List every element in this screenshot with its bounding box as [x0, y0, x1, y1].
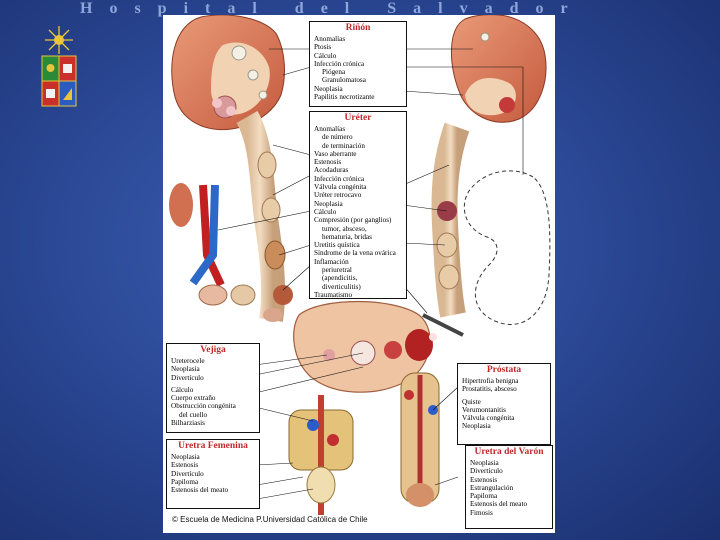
- prostata-title: Próstata: [486, 365, 522, 375]
- uretra-varon-item: Papiloma: [470, 492, 498, 501]
- university-crest-icon: [34, 24, 84, 110]
- left-kidney-illustration: [171, 15, 285, 131]
- ureter-item: Vaso aberrante: [314, 149, 357, 158]
- uretra-femenina-item: Neoplasia: [171, 453, 200, 461]
- uretra-femenina-item: Estenosis del meato: [171, 486, 229, 495]
- leader-lines: [217, 48, 524, 500]
- ureter-item: Cálculo: [314, 207, 337, 216]
- ureter-title: Uréter: [344, 113, 372, 123]
- rinon-item: Cálculo: [314, 51, 337, 60]
- left-ureter-illustration: [236, 111, 293, 322]
- prostata-item: Verumontanitis: [462, 405, 506, 414]
- ureter-item: (apendicitis,: [322, 274, 358, 283]
- ureter-item: de terminación: [322, 141, 365, 150]
- uretra-femenina-item: Papiloma: [171, 477, 199, 486]
- male-urethra-illustration: [400, 372, 440, 507]
- ureter-item: Uréter retrocavo: [314, 191, 362, 200]
- rinon-item: Piógena: [322, 68, 346, 77]
- uretra-varon-item: Estenosis del meato: [470, 500, 528, 509]
- anatomy-illustration: [169, 15, 551, 515]
- vejiga-item: Obstrucción congénita: [171, 402, 236, 411]
- vejiga-item: del cuello: [179, 410, 208, 419]
- rinon-item: Neoplasia: [314, 84, 343, 93]
- rinon-item: Papilitis necrotizante: [314, 93, 375, 102]
- uretra-femenina-item: Estenosis: [171, 461, 199, 470]
- prostata-item: Válvula congénita: [462, 414, 515, 423]
- ureter-item: Acodaduras: [314, 166, 349, 175]
- rinon-item: Infección crónica: [314, 59, 365, 68]
- prostata-item: Hipertrofia benigna: [462, 377, 519, 385]
- uretra-varon-item: Fimosis: [470, 508, 493, 517]
- rinon-item: Ptosis: [314, 43, 332, 52]
- rinon-item: Granulomatosa: [322, 76, 366, 85]
- uretra-varon-item: Neoplasia: [470, 459, 499, 467]
- prostate-section-illustration: [288, 395, 354, 515]
- prostata-item: Neoplasia: [462, 422, 491, 431]
- prostata-item: Prostatitis, absceso: [462, 385, 517, 394]
- ureter-item: de número: [322, 133, 353, 142]
- vejiga-item: Ureterocele: [171, 357, 205, 365]
- vejiga-item: Divertículo: [171, 373, 204, 382]
- vejiga-title: Vejiga: [200, 345, 226, 355]
- ureter-item: Inflamación: [314, 257, 349, 266]
- right-kidney-illustration: [451, 15, 547, 123]
- vejiga-item: Bilharziasis: [171, 419, 205, 428]
- ureter-item: diverticulitis): [322, 282, 361, 291]
- crest-shield-icon: [41, 55, 77, 107]
- vejiga-item: Cuerpo extraño: [171, 394, 216, 403]
- ureter-item: periuretral: [322, 266, 352, 275]
- bladder-illustration: [293, 300, 437, 393]
- ureter-item: Anomalías: [314, 125, 346, 133]
- ureter-item: Uretitis quística: [314, 241, 360, 250]
- ureter-item: tumor, absceso,: [322, 224, 367, 233]
- ureter-item: hematuria, bridas: [322, 232, 372, 241]
- inset-kidney-vessels-illustration: [169, 183, 283, 322]
- right-ureter-illustration: [422, 122, 470, 337]
- uretra-varon-item: Estrangulación: [470, 483, 514, 492]
- prostata-item: Quiste: [462, 397, 481, 406]
- dashed-kidney-outline: [463, 170, 551, 325]
- hospital-title: Hospital del Salvador: [80, 0, 585, 17]
- ureter-item: Estenosis: [314, 158, 342, 167]
- ureter-item: Neoplasia: [314, 199, 343, 208]
- uretra-femenina-title: Uretra Femenina: [178, 441, 248, 451]
- vejiga-item: Neoplasia: [171, 365, 200, 374]
- uretra-varon-item: Divertículo: [470, 467, 503, 476]
- ureter-item: Válvula congénita: [314, 183, 367, 192]
- ureter-item: Compresión (por ganglios): [314, 216, 392, 225]
- ureter-item: Síndrome de la vena ovárica: [314, 249, 396, 258]
- rinon-title: Riñón: [345, 23, 371, 33]
- rinon-item: Anomalías: [314, 35, 346, 43]
- ureter-item: Traumatismo: [314, 290, 353, 299]
- uretra-varon-item: Estenosis: [470, 475, 498, 484]
- copyright-text: © Escuela de Medicina P.Universidad Cató…: [172, 515, 368, 524]
- uretra-femenina-item: Divertículo: [171, 469, 204, 478]
- uretra-varon-title: Uretra del Varón: [474, 447, 544, 457]
- sunburst-icon: [45, 26, 73, 54]
- ureter-item: Infección crónica: [314, 174, 365, 183]
- vejiga-item: Cálculo: [171, 385, 194, 394]
